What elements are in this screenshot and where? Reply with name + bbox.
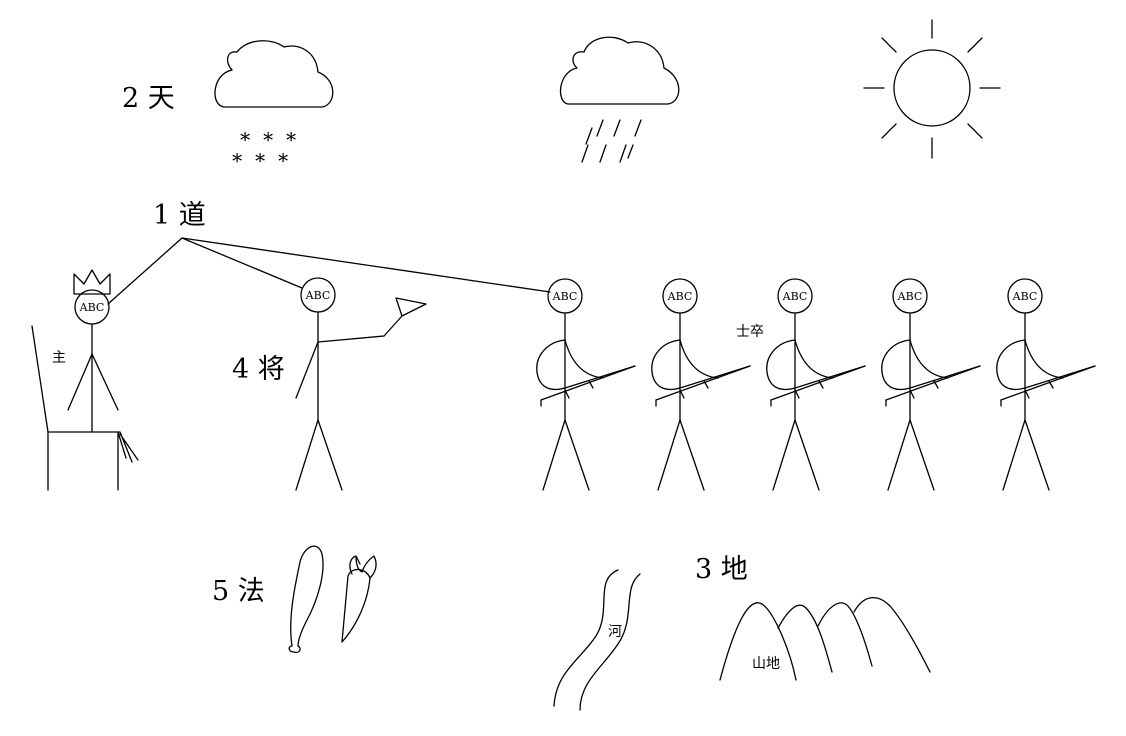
spear-icon	[1001, 366, 1095, 400]
raindrops-icon	[582, 120, 641, 162]
head-label: ABC	[79, 301, 105, 314]
head-label: ABC	[897, 290, 923, 303]
raindrop	[586, 128, 592, 144]
sun-icon	[864, 20, 1000, 158]
snowflake: ∗	[253, 145, 267, 169]
club-icon	[289, 546, 323, 652]
spear-icon	[656, 366, 750, 400]
snowflake: ∗	[230, 145, 244, 169]
mountains-icon: 山地	[720, 598, 930, 680]
label-fa: 5 法	[212, 576, 265, 607]
soldier-figure: ABC	[537, 279, 635, 490]
rain-cloud-icon	[561, 37, 679, 104]
label-zhu: 主	[52, 350, 66, 366]
flag-icon	[384, 298, 426, 336]
raindrop	[635, 120, 641, 136]
label-jiang: 4 将	[232, 354, 285, 385]
soldier-figure: ABC	[767, 279, 865, 490]
label-tian: 2 天	[122, 83, 175, 114]
raindrop	[628, 145, 633, 158]
head-label: ABC	[1012, 290, 1038, 303]
raindrop	[597, 120, 603, 136]
spear-icon	[541, 366, 635, 400]
spear-icon	[771, 366, 865, 400]
head-label: ABC	[305, 289, 331, 302]
raindrop	[600, 145, 606, 162]
snowflake: ∗	[276, 145, 290, 169]
label-shizu: 士卒	[736, 324, 764, 340]
label-di: 3 地	[695, 554, 748, 585]
head-label: ABC	[552, 290, 578, 303]
general-figure: ABC	[296, 278, 426, 490]
label-shandi: 山地	[752, 656, 780, 672]
river-icon: 河	[554, 570, 640, 710]
spear-icon	[886, 366, 980, 400]
raindrop	[582, 145, 588, 162]
raindrop	[620, 145, 626, 162]
raindrop	[614, 120, 620, 136]
ruler-figure: ABC 主	[32, 270, 138, 490]
snow-cloud-icon	[215, 41, 333, 107]
head-label: ABC	[782, 290, 808, 303]
label-he: 河	[608, 624, 622, 640]
head-label: ABC	[667, 290, 693, 303]
chair-icon	[32, 326, 138, 490]
snowflakes-icon: ∗ ∗ ∗ ∗ ∗ ∗	[230, 124, 298, 169]
label-dao: 1 道	[153, 200, 206, 231]
soldier-figure: ABC	[997, 279, 1095, 490]
soldier-figure: ABC	[652, 279, 750, 490]
soldier-figure: ABC	[882, 279, 980, 490]
carrot-icon	[342, 556, 376, 642]
